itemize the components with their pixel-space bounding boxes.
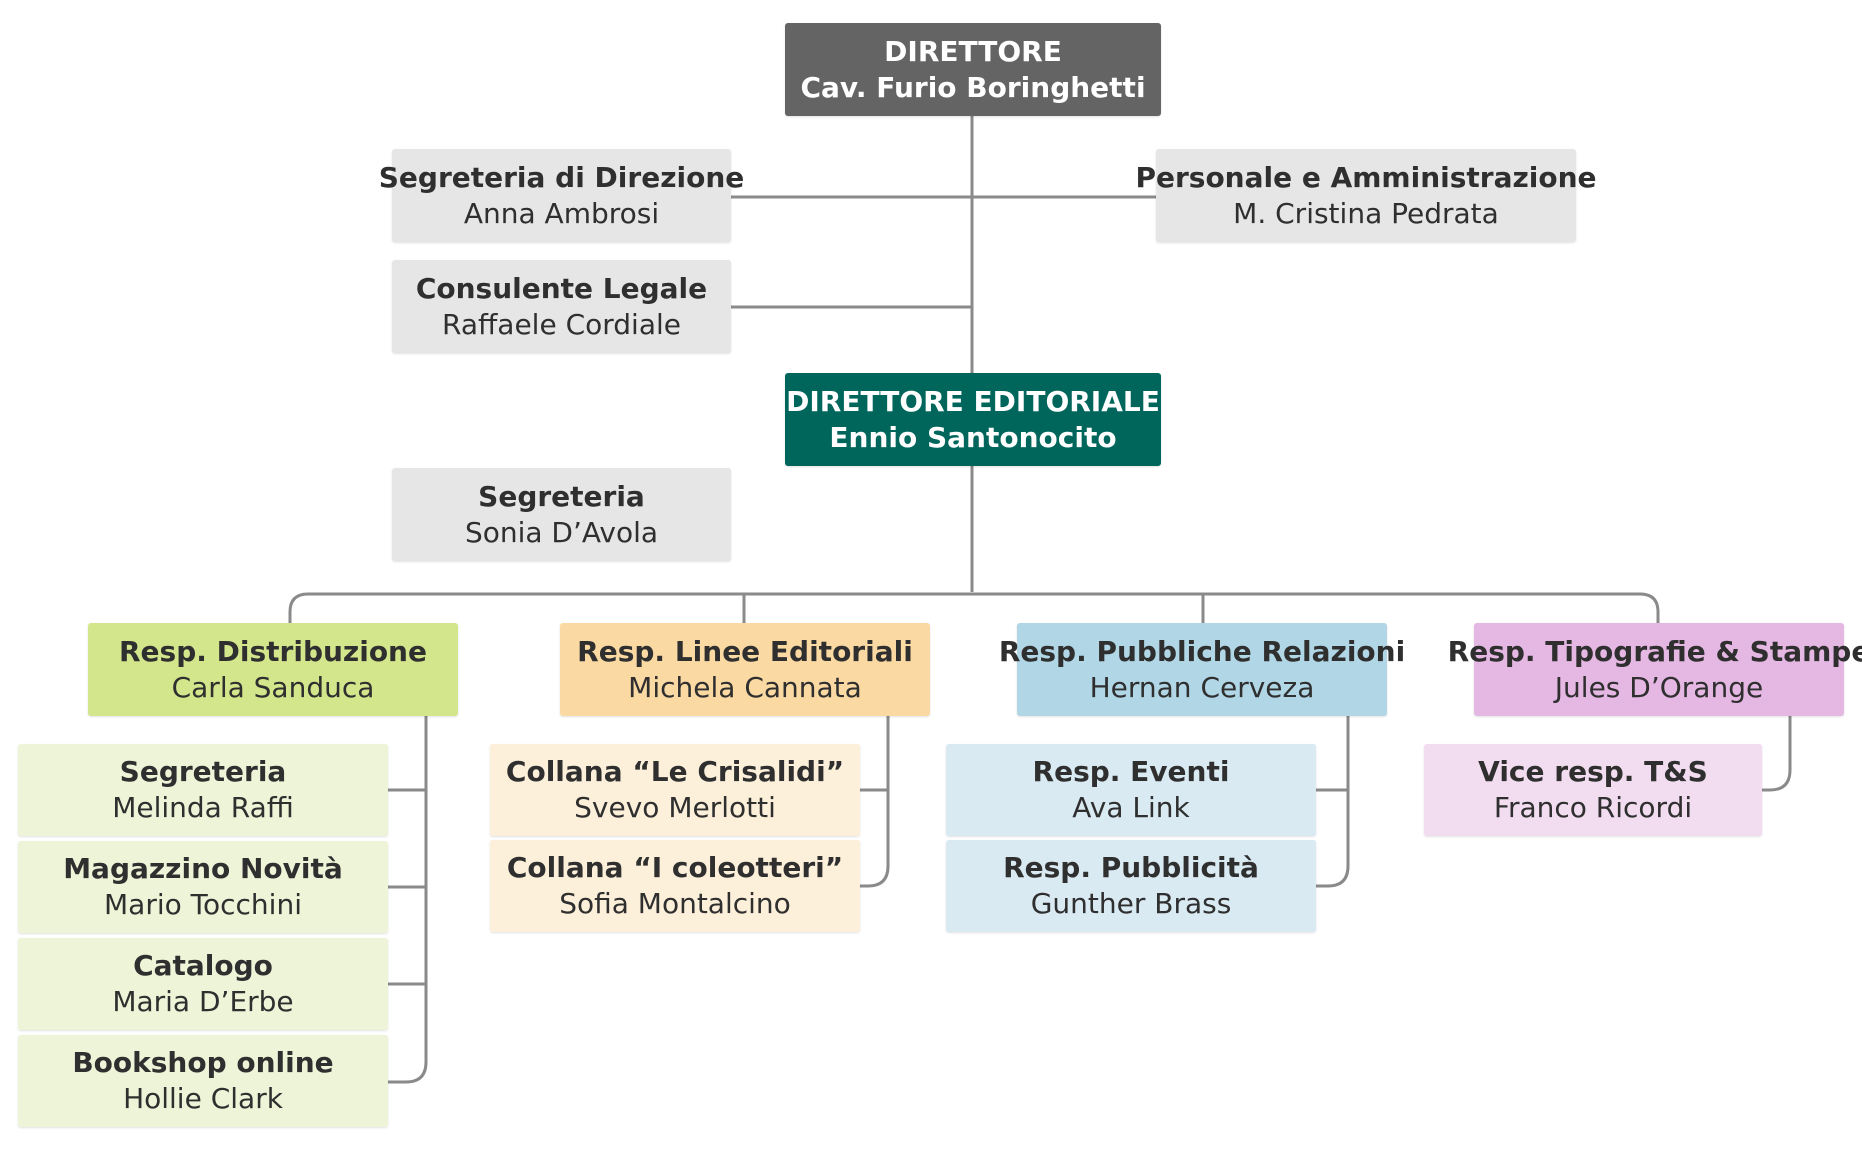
member-name: Franco Ricordi [1493, 791, 1693, 824]
director-name: Cav. Furio Boringhetti [800, 70, 1146, 104]
member-role: Segreteria [119, 755, 287, 788]
member-box: Collana “Le Crisalidi” Svevo Merlotti [490, 744, 860, 836]
member-box: Collana “I coleotteri” Sofia Montalcino [490, 840, 860, 932]
member-box: Vice resp. T&S Franco Ricordi [1424, 744, 1762, 836]
connector-pr [1316, 716, 1350, 888]
member-name: Gunther Brass [1030, 887, 1232, 920]
dept-head-tipografie: Resp. Tipografie & Stampe Jules D’Orange [1448, 623, 1862, 716]
member-role: Collana “I coleotteri” [506, 851, 844, 884]
segreteria-direzione-box: Segreteria di Direzione Anna Ambrosi [379, 149, 744, 242]
member-box: Segreteria Melinda Raffi [18, 744, 388, 836]
director-box: DIRETTORE Cav. Furio Boringhetti [785, 23, 1161, 116]
member-role: Catalogo [133, 949, 273, 982]
member-name: Mario Tocchini [104, 888, 302, 921]
director-role: DIRETTORE [884, 34, 1062, 68]
member-name: Ava Link [1072, 791, 1190, 824]
member-name: Melinda Raffi [112, 791, 294, 824]
dept-head-distribuzione: Resp. Distribuzione Carla Sanduca [88, 623, 458, 716]
editorial-secretary-box: Segreteria Sonia D’Avola [392, 468, 731, 561]
segreteria-direzione-name: Anna Ambrosi [463, 196, 660, 230]
dept-head-name: Jules D’Orange [1554, 670, 1764, 704]
dept-head-role: Resp. Linee Editoriali [577, 634, 913, 668]
segreteria-direzione-role: Segreteria di Direzione [378, 160, 745, 194]
member-role: Resp. Eventi [1032, 755, 1230, 788]
member-name: Hollie Clark [123, 1082, 283, 1115]
editorial-director-name: Ennio Santonocito [829, 420, 1117, 454]
member-box: Resp. Eventi Ava Link [946, 744, 1316, 836]
dept-head-linee: Resp. Linee Editoriali Michela Cannata [560, 623, 930, 716]
connector-distribuzione [388, 716, 428, 1084]
member-role: Resp. Pubblicità [1003, 851, 1259, 884]
member-box: Bookshop online Hollie Clark [18, 1035, 388, 1127]
connector-tipografie [1762, 716, 1792, 792]
member-name: Sofia Montalcino [559, 887, 791, 920]
personale-name: M. Cristina Pedrata [1233, 196, 1499, 230]
member-role: Collana “Le Crisalidi” [505, 755, 845, 788]
member-role: Bookshop online [72, 1046, 334, 1079]
dept-head-name: Michela Cannata [628, 670, 862, 704]
member-name: Maria D’Erbe [112, 985, 294, 1018]
dept-head-name: Hernan Cerveza [1089, 670, 1315, 704]
dept-head-role: Resp. Distribuzione [119, 634, 427, 668]
member-name: Svevo Merlotti [574, 791, 776, 824]
member-box: Magazzino Novità Mario Tocchini [18, 841, 388, 933]
editorial-director-role: DIRETTORE EDITORIALE [786, 384, 1160, 418]
legale-role: Consulente Legale [415, 271, 708, 305]
member-box: Resp. Pubblicità Gunther Brass [946, 840, 1316, 932]
dept-head-role: Resp. Tipografie & Stampe [1447, 634, 1862, 668]
editorial-director-box: DIRETTORE EDITORIALE Ennio Santonocito [785, 373, 1161, 466]
dept-head-name: Carla Sanduca [171, 670, 375, 704]
member-role: Magazzino Novità [63, 852, 343, 885]
legale-name: Raffaele Cordiale [442, 307, 681, 341]
dept-head-pr: Resp. Pubbliche Relazioni Hernan Cerveza [999, 623, 1405, 716]
legale-box: Consulente Legale Raffaele Cordiale [392, 260, 731, 353]
editorial-secretary-role: Segreteria [478, 479, 645, 513]
connector-linee [860, 716, 890, 888]
editorial-secretary-name: Sonia D’Avola [464, 515, 659, 549]
dept-head-role: Resp. Pubbliche Relazioni [998, 634, 1406, 668]
connector-dept-bus [288, 592, 1660, 623]
member-role: Vice resp. T&S [1478, 755, 1708, 788]
member-box: Catalogo Maria D’Erbe [18, 938, 388, 1030]
personale-box: Personale e Amministrazione M. Cristina … [1135, 149, 1597, 242]
personale-role: Personale e Amministrazione [1135, 160, 1597, 194]
